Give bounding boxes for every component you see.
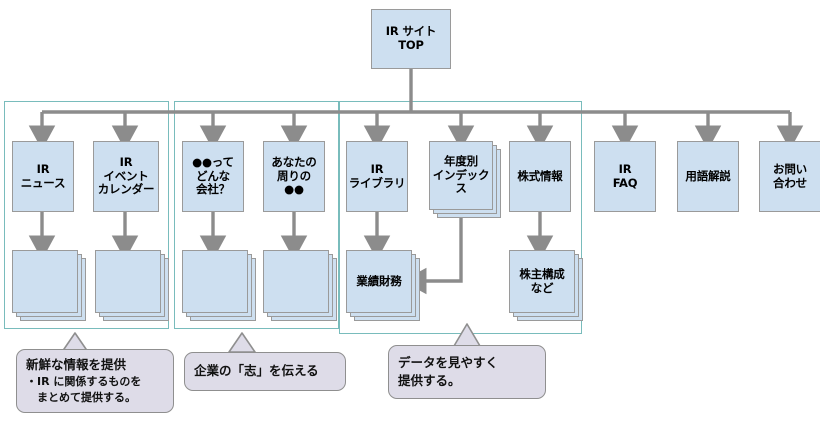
stack-sheet-front — [263, 250, 329, 313]
callout-tail-3 — [453, 323, 481, 347]
node-stock-info[interactable]: 株式情報 — [509, 141, 571, 212]
group-company-box — [174, 101, 339, 329]
label-line2: ライブラリ — [348, 175, 406, 190]
label-line2: インデックス — [432, 167, 490, 196]
node-glossary[interactable]: 用語解説 — [677, 141, 739, 212]
callout-tail-2 — [228, 332, 256, 353]
node-label: お問い 合わせ — [760, 161, 820, 190]
callout-line1: 新鮮な情報を提供 — [26, 357, 127, 372]
content-stack-ir-event-calendar[interactable] — [95, 250, 171, 323]
label-line1: ●●って — [192, 155, 234, 170]
node-label: IR ニュース — [13, 161, 73, 190]
group-news-box — [4, 101, 169, 329]
label-line2: ニュース — [20, 175, 66, 190]
node-ir-site-top[interactable]: IR サイト TOP — [371, 9, 451, 69]
node-ir-event-calendar[interactable]: IR イベント カレンダー — [93, 141, 159, 212]
node-label: 株式情報 — [510, 168, 570, 184]
label-line1: IR — [370, 161, 384, 176]
stack-sheet-front — [95, 250, 161, 313]
callout-line2: ・IR に関係するものを — [26, 375, 142, 389]
label-line2: など — [530, 280, 554, 295]
node-yearly-index[interactable]: 年度別 インデックス — [429, 141, 503, 220]
node-label: IR イベント カレンダー — [94, 155, 158, 197]
node-label: 用語解説 — [678, 168, 738, 184]
label-line1: 株式情報 — [517, 168, 563, 183]
node-label: ●●って どんな 会社？ — [183, 155, 243, 197]
node-around-you[interactable]: あなたの 周りの ●● — [263, 141, 325, 212]
content-stack-what-company[interactable] — [182, 250, 258, 323]
stack-sheet-front — [182, 250, 248, 313]
callout-line3: まとめて提供する。 — [26, 391, 136, 405]
stack-sheet-front: 株主構成 など — [509, 250, 575, 313]
label-line2: どんな — [196, 168, 230, 183]
callout-easy-data: データを見やすく 提供する。 — [388, 345, 546, 399]
callout-fresh-info: 新鮮な情報を提供 ・IR に関係するものを まとめて提供する。 — [16, 349, 174, 413]
node-financials[interactable]: 業績財務 — [346, 250, 422, 323]
label-line1: 株主構成 — [519, 266, 565, 281]
label-line1: 業績財務 — [356, 273, 402, 288]
node-shareholders[interactable]: 株主構成 など — [509, 250, 585, 323]
root-label-line2: TOP — [398, 38, 424, 52]
callout-line2: 提供する。 — [398, 373, 461, 388]
stack-sheet-front — [12, 250, 78, 313]
label-line1: IR — [618, 161, 632, 176]
label-line1: 年度別 — [444, 154, 478, 169]
node-contact[interactable]: お問い 合わせ — [759, 141, 820, 212]
stack-sheet-front: 業績財務 — [346, 250, 412, 313]
label-line3: 会社？ — [196, 182, 230, 197]
node-label: IR サイト TOP — [372, 25, 450, 52]
root-label-line1: IR サイト — [385, 24, 437, 39]
node-ir-library[interactable]: IR ライブラリ — [346, 141, 408, 212]
callout-line1: 企業の「志」を伝える — [194, 363, 319, 379]
callout-corporate-will: 企業の「志」を伝える — [184, 352, 346, 391]
label-line2: 合わせ — [773, 175, 807, 190]
node-what-company[interactable]: ●●って どんな 会社？ — [182, 141, 244, 212]
content-stack-ir-news[interactable] — [12, 250, 88, 323]
node-label: 業績財務 — [356, 273, 402, 289]
node-label: 株主構成 など — [519, 266, 565, 295]
node-ir-faq[interactable]: IR FAQ — [594, 141, 656, 212]
label-line1: お問い — [773, 161, 807, 176]
node-label: IR ライブラリ — [347, 161, 407, 190]
label-line1: 用語解説 — [685, 168, 731, 183]
content-stack-around-you[interactable] — [263, 250, 339, 323]
label-line2: 周りの — [277, 168, 311, 183]
label-line2: イベント — [103, 168, 149, 183]
node-ir-news[interactable]: IR ニュース — [12, 141, 74, 212]
label-line3: ●● — [284, 182, 304, 197]
label-line1: IR — [119, 155, 133, 170]
label-line1: IR — [36, 161, 50, 176]
node-label: 年度別 インデックス — [430, 154, 492, 196]
node-label: あなたの 周りの ●● — [264, 155, 324, 197]
stack-sheet-front: 年度別 インデックス — [429, 141, 493, 210]
label-line2: FAQ — [612, 175, 638, 190]
label-line3: カレンダー — [97, 182, 155, 197]
node-label: IR FAQ — [595, 161, 655, 190]
callout-line1: データを見やすく — [398, 354, 499, 370]
label-line1: あなたの — [271, 155, 317, 170]
